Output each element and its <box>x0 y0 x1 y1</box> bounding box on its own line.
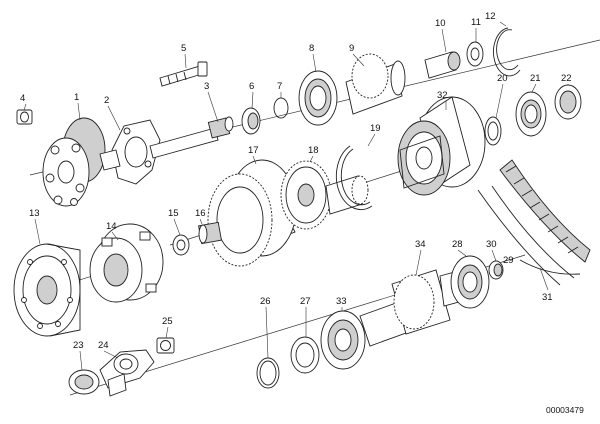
callout-21: 21 <box>530 73 541 84</box>
callout-33: 33 <box>336 296 347 307</box>
callout-12: 12 <box>485 11 496 22</box>
part-10-needle-bearing <box>424 51 461 79</box>
part-34-output-gear <box>359 269 467 347</box>
callout-28: 28 <box>452 239 463 250</box>
callout-3: 3 <box>204 81 209 92</box>
callout-32: 32 <box>437 90 448 101</box>
part-1-flex-disc <box>42 117 106 207</box>
callout-4: 4 <box>20 93 25 104</box>
part-7-ring <box>273 97 289 119</box>
part-14-carrier <box>89 223 164 303</box>
part-21-bearing <box>515 91 547 137</box>
part-31-chain <box>477 159 591 286</box>
callout-23: 23 <box>73 340 84 351</box>
part-29-ring <box>488 260 504 280</box>
callout-14: 14 <box>106 221 117 232</box>
part-27-ring <box>290 336 320 374</box>
callout-20: 20 <box>497 73 508 84</box>
callout-13: 13 <box>29 208 40 219</box>
part-26-circlip <box>256 357 280 389</box>
part-23-seal <box>68 369 100 395</box>
callout-1: 1 <box>74 92 79 103</box>
callout-17: 17 <box>248 145 259 156</box>
callout-19: 19 <box>370 123 381 134</box>
callout-9: 9 <box>349 43 354 54</box>
part-19-snap-ring <box>335 145 373 210</box>
part-16-pinion <box>198 221 222 245</box>
callout-15: 15 <box>168 208 179 219</box>
part-25-nut <box>156 337 175 354</box>
callout-2: 2 <box>104 95 109 106</box>
part-18-gear <box>280 160 369 230</box>
callout-8: 8 <box>309 43 314 54</box>
part-28-bearing <box>450 255 490 309</box>
part-11-washer <box>466 41 484 67</box>
part-9-gear <box>345 53 406 115</box>
leader-lines <box>23 21 569 371</box>
part-12-snap-ring <box>493 27 521 77</box>
part-17-ring-gear <box>207 159 297 267</box>
callout-16: 16 <box>195 208 206 219</box>
callout-24: 24 <box>98 340 109 351</box>
part-20-ring <box>484 116 502 146</box>
part-15-washer <box>172 234 190 256</box>
callout-22: 22 <box>561 73 572 84</box>
callout-5: 5 <box>181 43 186 54</box>
part-13-housing <box>13 243 81 337</box>
part-5-bolt <box>159 61 208 87</box>
callout-30: 30 <box>486 239 497 250</box>
part-3-shaft <box>149 116 234 159</box>
callout-34: 34 <box>415 239 426 250</box>
callout-7: 7 <box>277 81 282 92</box>
callout-25: 25 <box>162 316 173 327</box>
part-8-bearing <box>298 70 338 126</box>
callout-11: 11 <box>471 17 481 28</box>
document-number: 00003479 <box>546 405 584 415</box>
callout-18: 18 <box>308 145 319 156</box>
part-24-flange <box>99 349 155 397</box>
callout-31: 31 <box>542 292 553 303</box>
part-6-seal <box>241 107 261 135</box>
part-33-bearing <box>320 310 366 370</box>
callout-10: 10 <box>435 18 446 29</box>
callout-6: 6 <box>249 81 254 92</box>
part-32-clutch-drum <box>397 96 486 196</box>
part-4-nut <box>16 109 33 125</box>
part-22-seal <box>554 84 582 120</box>
part-2-flange <box>99 119 161 185</box>
callout-labels: 4 1 2 3 5 6 7 8 9 10 11 12 32 20 21 22 1… <box>20 11 572 351</box>
callout-26: 26 <box>260 296 271 307</box>
callout-27: 27 <box>300 296 311 307</box>
callout-29: 29 <box>503 255 514 266</box>
